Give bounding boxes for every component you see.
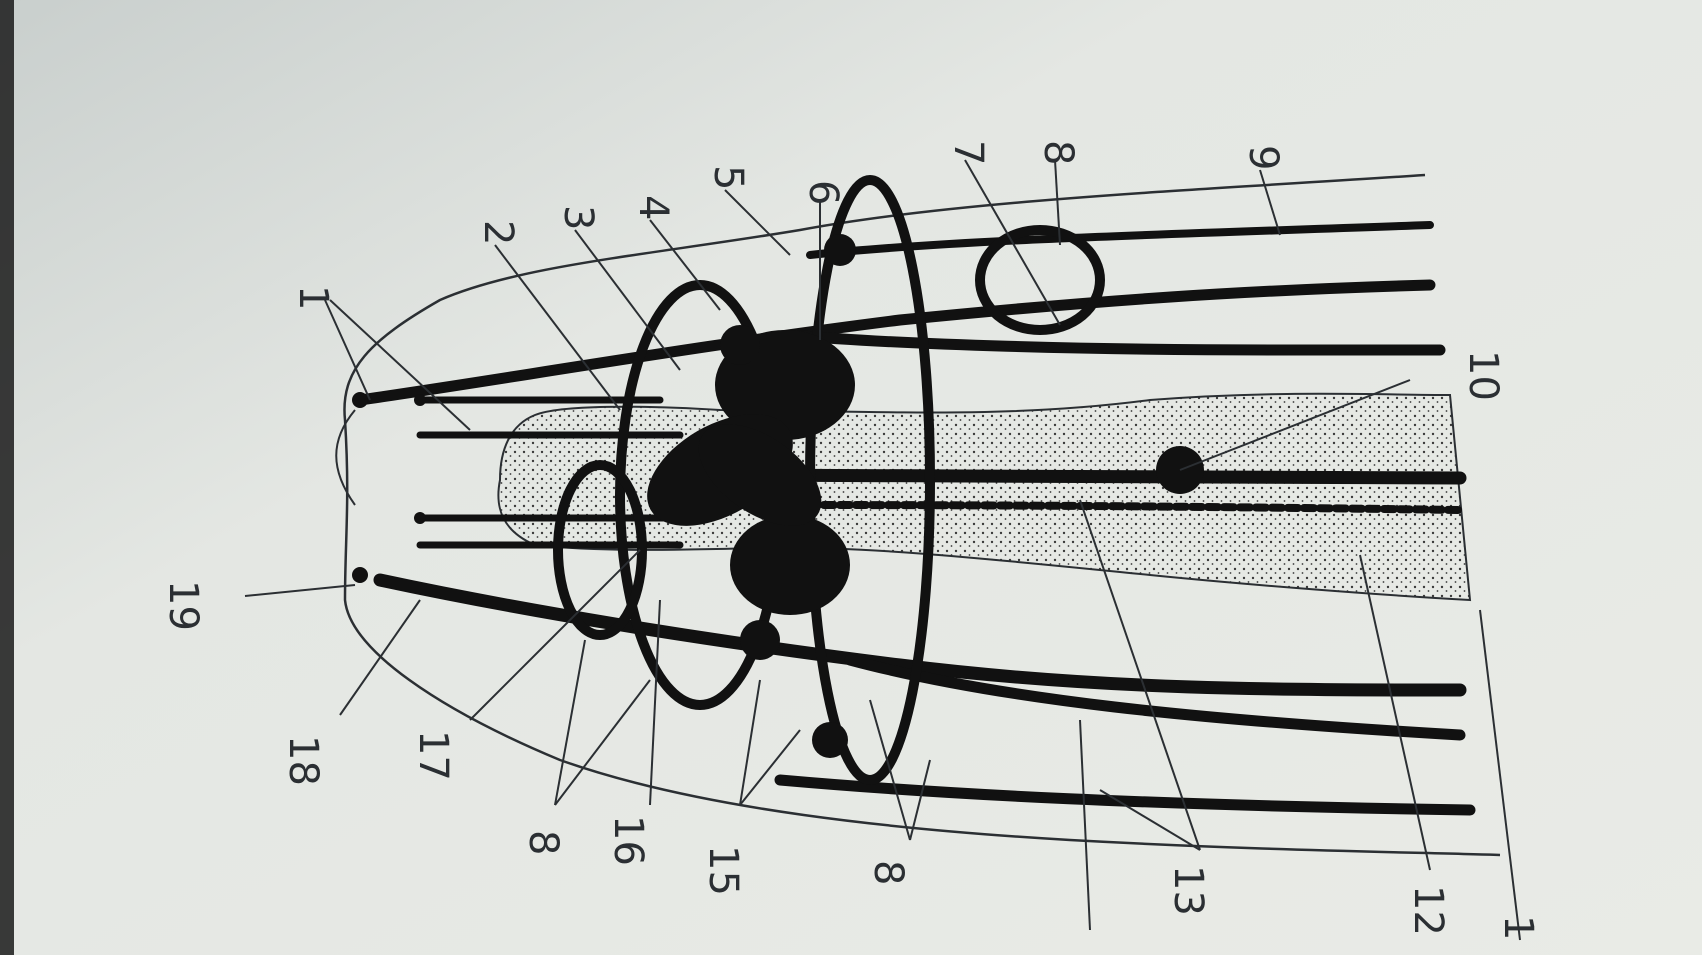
- label-5: 5: [705, 165, 751, 190]
- label-1-bottom: 1: [1495, 915, 1541, 940]
- label-12: 12: [1405, 885, 1451, 936]
- label-13: 13: [1165, 865, 1211, 916]
- label-1-top: 1: [290, 285, 336, 310]
- label-6: 6: [800, 180, 846, 205]
- label-9: 9: [1240, 145, 1286, 170]
- label-15: 15: [700, 845, 746, 896]
- label-2: 2: [475, 220, 521, 245]
- page-shadow-left: [0, 0, 14, 955]
- label-10: 10: [1460, 350, 1506, 401]
- label-18: 18: [280, 735, 326, 786]
- label-3: 3: [555, 205, 601, 230]
- label-8-top: 8: [1035, 140, 1081, 165]
- label-19: 19: [160, 580, 206, 631]
- label-8-bottom-right: 8: [865, 860, 911, 885]
- label-17: 17: [410, 730, 456, 781]
- label-7: 7: [945, 140, 991, 165]
- label-8-bottom-left: 8: [520, 830, 566, 855]
- label-16: 16: [605, 815, 651, 866]
- label-4: 4: [630, 195, 676, 220]
